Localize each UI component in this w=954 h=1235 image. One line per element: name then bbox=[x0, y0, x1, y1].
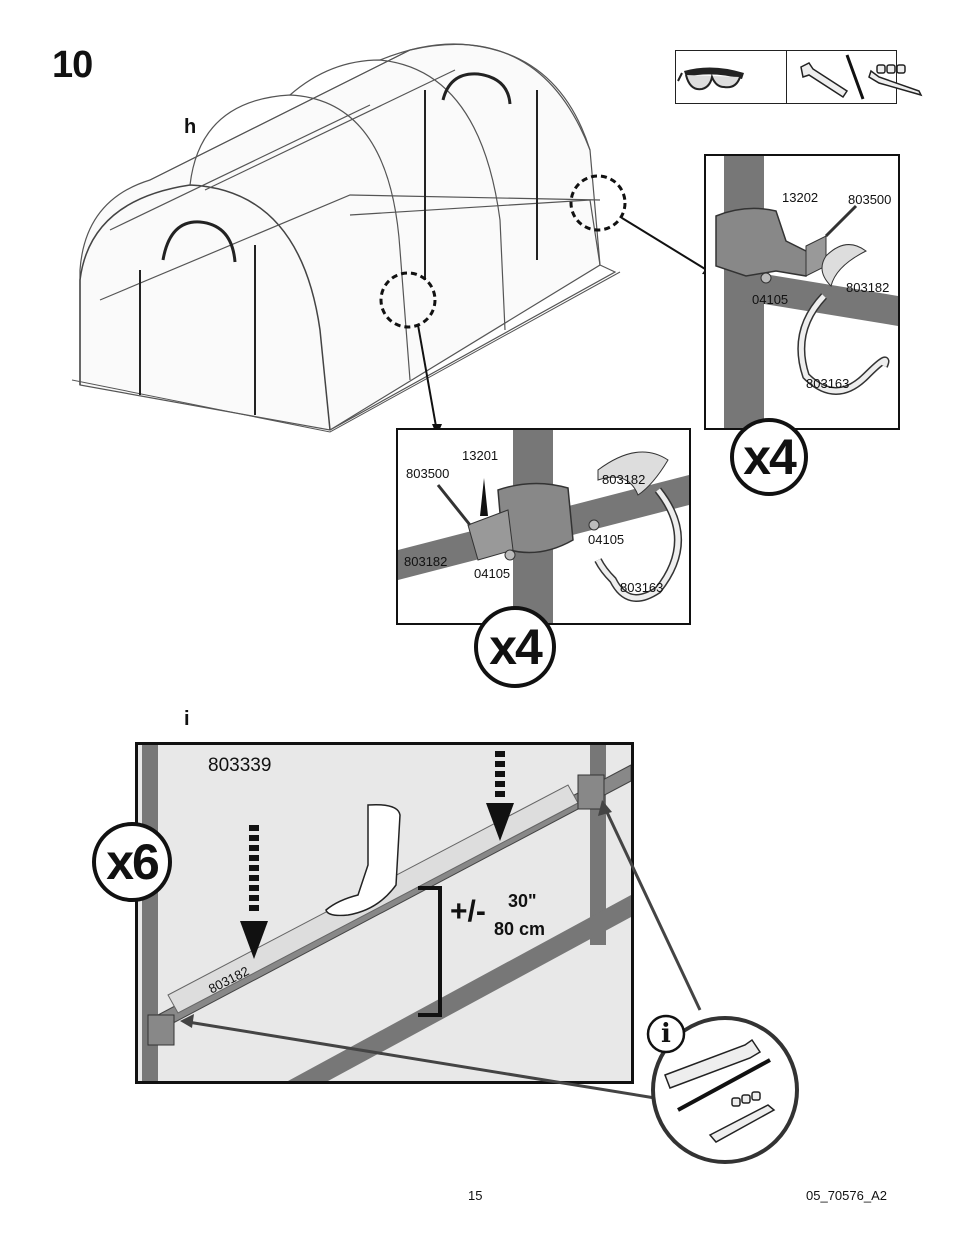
label-803500: 803500 bbox=[406, 466, 450, 481]
document-code: 05_70576_A2 bbox=[806, 1188, 887, 1203]
label-803339: 803339 bbox=[208, 755, 272, 776]
label-803182-right: 803182 bbox=[602, 472, 646, 487]
detail-panel-bottom: 803339 803182 +/- 30" 80 cm bbox=[135, 742, 634, 1084]
multiplier-badge-right: x4 bbox=[730, 418, 808, 496]
info-icon: i bbox=[661, 1019, 671, 1049]
label-13201: 13201 bbox=[462, 448, 499, 463]
label-04105: 04105 bbox=[752, 292, 789, 307]
safety-glasses-icon bbox=[677, 67, 744, 91]
detail-panel-right: 13202 803500 04105 803182 803163 bbox=[704, 154, 900, 430]
substep-h-label: h bbox=[184, 116, 197, 138]
substep-i-label: i bbox=[184, 708, 190, 730]
label-803163: 803163 bbox=[806, 376, 850, 391]
purlin-install-drawing bbox=[138, 745, 631, 1081]
label-803500: 803500 bbox=[848, 192, 892, 207]
detail-panel-center: 13201 803500 803182 04105 803182 04105 8… bbox=[396, 428, 691, 625]
multiplier-badge-center: x4 bbox=[474, 606, 556, 688]
measure-cm: 80 cm bbox=[494, 919, 546, 939]
multiplier-badge-bottom: x6 bbox=[92, 822, 172, 902]
tools-required-box bbox=[675, 50, 922, 104]
measure-sign: +/- bbox=[450, 895, 486, 928]
step-number: 10 bbox=[52, 44, 93, 86]
label-803182-left: 803182 bbox=[404, 554, 448, 569]
measure-inches: 30" bbox=[508, 891, 537, 911]
corner-joint-drawing bbox=[715, 156, 898, 428]
wrench-socket-cell bbox=[785, 51, 922, 103]
page-number: 15 bbox=[468, 1188, 483, 1203]
label-803163: 803163 bbox=[620, 580, 664, 595]
label-04105-left: 04105 bbox=[474, 566, 511, 581]
label-13202: 13202 bbox=[782, 190, 819, 205]
safety-glasses-cell bbox=[676, 51, 786, 103]
cross-joint-drawing bbox=[398, 430, 689, 623]
wrench-socket-icon bbox=[799, 54, 922, 100]
label-04105-right: 04105 bbox=[588, 532, 625, 547]
label-803182: 803182 bbox=[846, 280, 890, 295]
